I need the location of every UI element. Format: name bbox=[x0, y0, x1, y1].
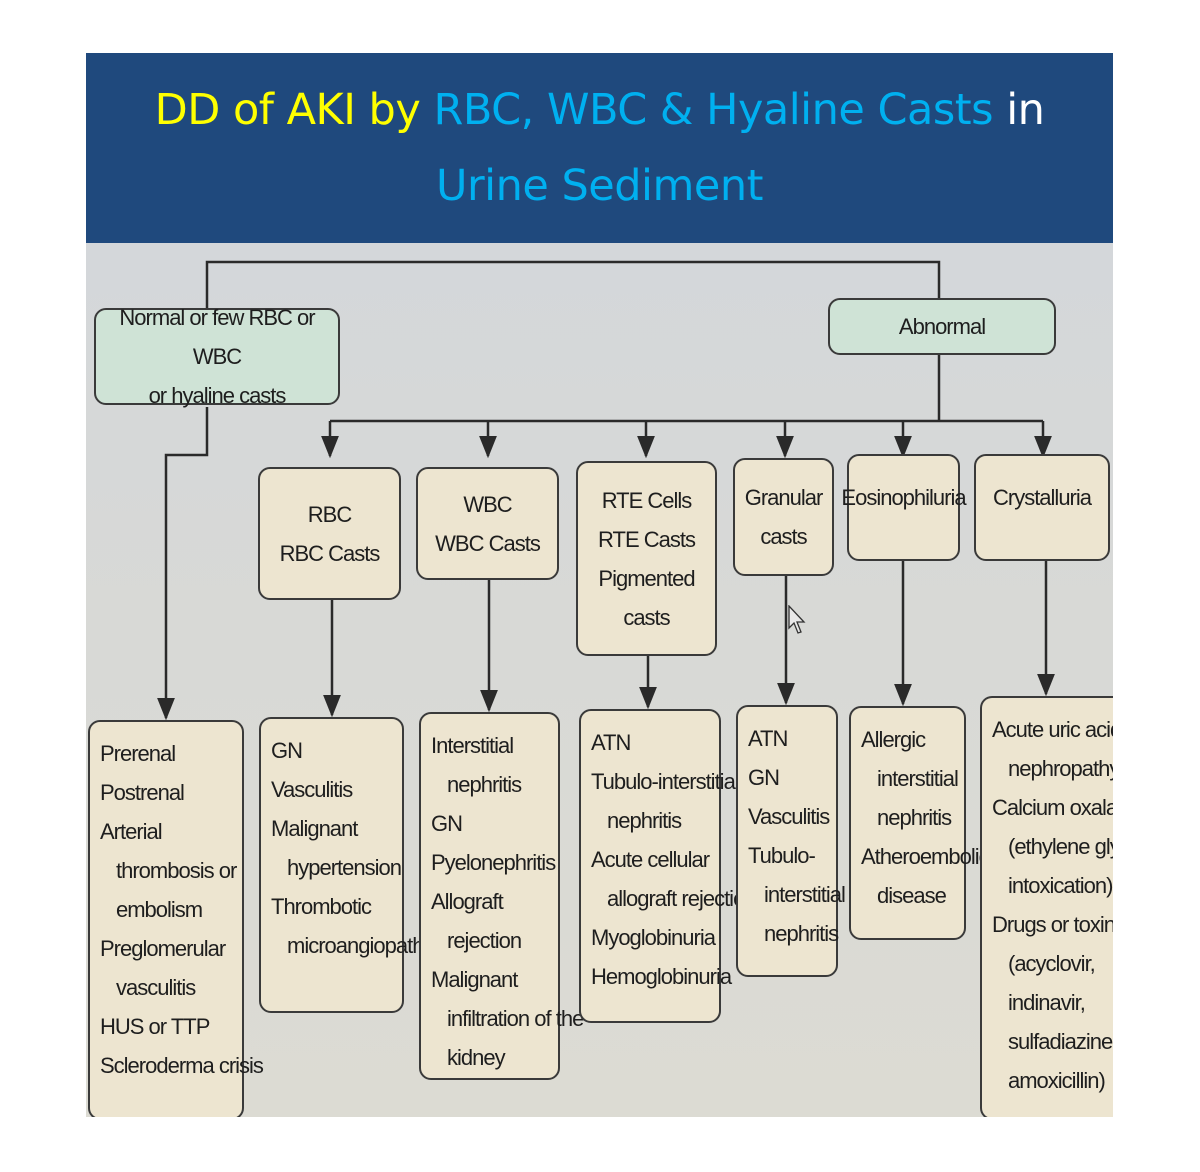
outcome-normal-item: vasculitis bbox=[116, 975, 196, 1000]
title-part-white: in bbox=[993, 85, 1045, 135]
title-banner: DD of AKI by RBC, WBC & Hyaline Casts in… bbox=[86, 53, 1113, 243]
node-rte-line-4: casts bbox=[623, 604, 670, 630]
outcome-rbc-item: Vasculitis bbox=[271, 777, 353, 802]
outcome-crystalluria-item: Acute uric acid bbox=[992, 717, 1113, 742]
outcome-normal-item: Postrenal bbox=[100, 780, 185, 805]
title-part-yellow: DD of AKI by bbox=[154, 85, 434, 135]
node-rbc: RBC RBC Casts bbox=[258, 467, 401, 600]
outcome-rbc-item: microangiopathy bbox=[287, 933, 434, 958]
mouse-cursor-icon bbox=[788, 605, 806, 634]
outcome-rte-item: allograft rejection bbox=[607, 886, 757, 911]
flowchart-photo: Normal or few RBC or WBC or hyaline cast… bbox=[86, 243, 1113, 1117]
node-normal: Normal or few RBC or WBC or hyaline cast… bbox=[94, 305, 340, 408]
node-abnormal-label: Abnormal bbox=[898, 314, 986, 339]
outcome-crystalluria-item: (ethylene glycol bbox=[1008, 834, 1113, 859]
node-eosinophiluria-label: Eosinophiluria bbox=[841, 485, 966, 510]
connector-lines bbox=[157, 260, 1055, 721]
outcome-rbc-item: GN bbox=[271, 738, 303, 763]
outcome-wbc-item: kidney bbox=[447, 1045, 506, 1070]
outcome-wbc-item: GN bbox=[431, 811, 463, 836]
outcome-normal-item: Preglomerular bbox=[100, 936, 226, 961]
outcome-normal-item: Scleroderma crisis bbox=[100, 1053, 264, 1078]
node-rte: RTE Cells RTE Casts Pigmented casts bbox=[576, 461, 717, 656]
outcome-normal-item: Prerenal bbox=[100, 741, 176, 766]
outcome-rbc-item: Malignant bbox=[271, 816, 358, 841]
outcome-eosinophiluria-item: nephritis bbox=[877, 805, 952, 830]
node-crystalluria-label: Crystalluria bbox=[992, 485, 1092, 510]
outcome-wbc-item: Allograft bbox=[431, 889, 504, 914]
outcome-eosinophiluria-item: Allergic bbox=[861, 727, 926, 752]
outcome-granular-item: GN bbox=[748, 765, 780, 790]
node-wbc: WBC WBC Casts bbox=[416, 467, 559, 580]
outcome-crystalluria-item: Drugs or toxins bbox=[992, 912, 1113, 937]
node-granular: Granular casts bbox=[733, 458, 834, 576]
node-wbc-line-2: WBC Casts bbox=[435, 530, 541, 556]
outcome-rte-item: Myoglobinuria bbox=[591, 925, 716, 950]
outcome-crystalluria-item: Calcium oxalate bbox=[992, 795, 1113, 820]
outcome-normal-item: embolism bbox=[116, 897, 203, 922]
node-wbc-line-1: WBC bbox=[463, 491, 512, 517]
outcome-normal-item: Arterial bbox=[100, 819, 163, 844]
outcome-crystalluria-item: intoxication) bbox=[1008, 873, 1113, 898]
outcome-rte: ATN Tubulo-interstitial nephritis Acute … bbox=[579, 709, 757, 1023]
outcome-eosinophiluria-item: Atheroembolic bbox=[861, 844, 990, 869]
outcome-wbc-item: nephritis bbox=[447, 772, 522, 797]
outcome-crystalluria-item: amoxicillin) bbox=[1008, 1068, 1106, 1093]
outcome-rbc-item: hypertension bbox=[287, 855, 402, 880]
outcome-crystalluria-item: nephropathy bbox=[1008, 756, 1113, 781]
outcome-eosinophiluria: Allergic interstitial nephritis Atheroem… bbox=[849, 706, 990, 940]
outcome-rte-item: Acute cellular bbox=[591, 847, 710, 872]
node-rte-line-3: Pigmented bbox=[598, 565, 695, 591]
outcome-granular: ATN GN Vasculitis Tubulo- interstitial n… bbox=[736, 705, 846, 977]
outcome-normal: Prerenal Postrenal Arterial thrombosis o… bbox=[88, 720, 264, 1117]
outcome-normal-item: HUS or TTP bbox=[100, 1014, 210, 1039]
outcome-wbc-item: Malignant bbox=[431, 967, 518, 992]
outcome-eosinophiluria-item: interstitial bbox=[877, 766, 959, 791]
outcome-rbc-item: Thrombotic bbox=[271, 894, 372, 919]
title-line-1: DD of AKI by RBC, WBC & Hyaline Casts in bbox=[155, 72, 1045, 148]
node-eosinophiluria: Eosinophiluria bbox=[841, 454, 967, 561]
outcome-normal-item: thrombosis or bbox=[116, 858, 237, 883]
outcome-wbc-item: infiltration of the bbox=[447, 1006, 584, 1031]
node-rbc-line-2: RBC Casts bbox=[279, 540, 381, 566]
node-granular-line-2: casts bbox=[760, 524, 807, 549]
outcome-granular-item: ATN bbox=[748, 726, 788, 751]
outcome-crystalluria-item: (acyclovir, bbox=[1008, 951, 1096, 976]
outcome-rte-item: Hemoglobinuria bbox=[591, 964, 732, 989]
outcome-wbc: Interstitial nephritis GN Pyelonephritis… bbox=[419, 712, 584, 1080]
node-crystalluria: Crystalluria bbox=[974, 454, 1110, 561]
outcome-wbc-item: Pyelonephritis bbox=[431, 850, 556, 875]
node-rte-line-2: RTE Casts bbox=[598, 526, 696, 552]
outcome-crystalluria: Acute uric acid nephropathy Calcium oxal… bbox=[980, 696, 1113, 1117]
outcome-rbc: GN Vasculitis Malignant hypertension Thr… bbox=[259, 717, 434, 1013]
node-rte-line-1: RTE Cells bbox=[601, 487, 693, 513]
node-normal-line-1: Normal or few RBC or WBC bbox=[119, 305, 315, 369]
title-part-cyan: RBC, WBC & Hyaline Casts bbox=[433, 85, 994, 135]
node-granular-line-1: Granular bbox=[744, 485, 824, 510]
node-normal-line-2: or hyaline casts bbox=[148, 383, 287, 408]
outcome-granular-item: Tubulo- bbox=[748, 843, 816, 868]
outcome-granular-item: Vasculitis bbox=[748, 804, 830, 829]
node-rbc-line-1: RBC bbox=[307, 501, 352, 527]
outcome-wbc-item: rejection bbox=[447, 928, 522, 953]
outcome-wbc-item: Interstitial bbox=[431, 733, 514, 758]
outcome-granular-item: interstitial bbox=[764, 882, 846, 907]
outcome-granular-item: nephritis bbox=[764, 921, 839, 946]
outcome-rte-item: Tubulo-interstitial bbox=[591, 769, 740, 794]
outcome-crystalluria-item: indinavir, bbox=[1008, 990, 1086, 1015]
outcome-rte-item: nephritis bbox=[607, 808, 682, 833]
normal-arrow bbox=[157, 407, 209, 721]
node-abnormal: Abnormal bbox=[828, 298, 1056, 355]
title-line-2: Urine Sediment bbox=[436, 161, 763, 211]
outcome-rte-item: ATN bbox=[591, 730, 631, 755]
root-connector bbox=[205, 260, 941, 311]
outcome-eosinophiluria-item: disease bbox=[877, 883, 947, 908]
outcome-crystalluria-item: sulfadiazine, bbox=[1008, 1029, 1113, 1054]
